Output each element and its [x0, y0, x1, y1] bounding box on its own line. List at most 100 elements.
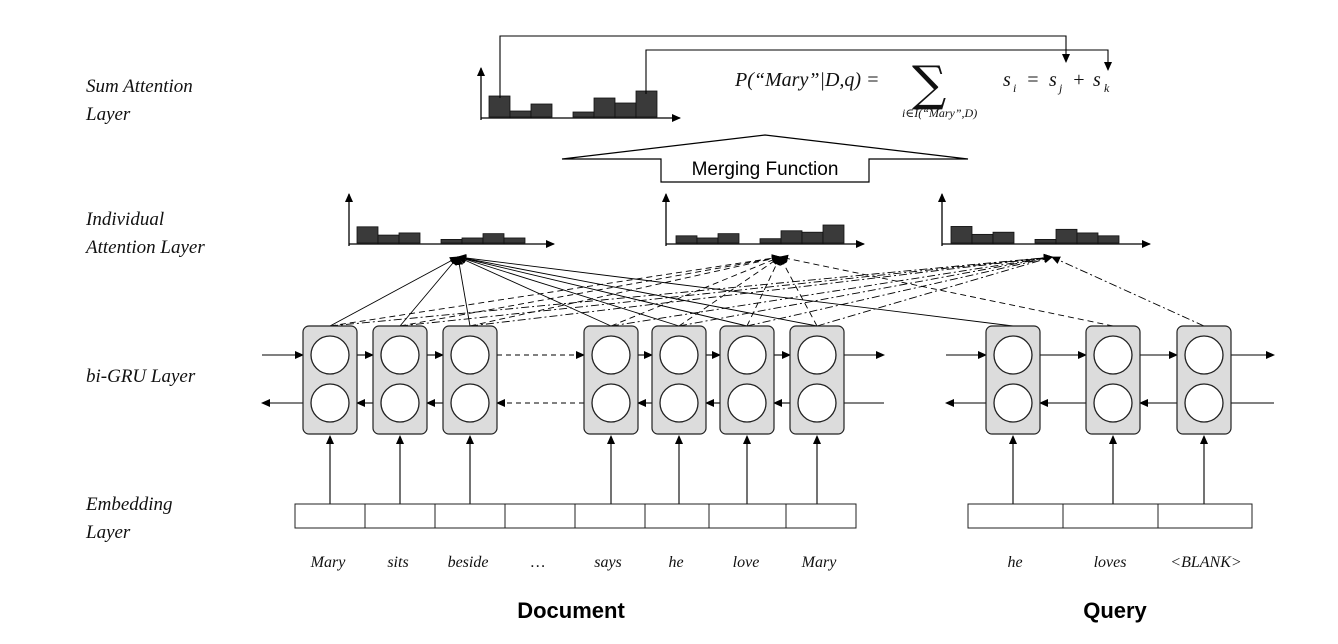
attn-line-h2-7	[779, 256, 818, 327]
attn-line-h1-1	[329, 256, 459, 327]
document-embedding-row	[294, 503, 857, 529]
formula-eq: =	[1026, 69, 1040, 91]
formula-sj: s	[1049, 69, 1057, 91]
attn-line-h3-1	[329, 253, 1053, 327]
hist2-bar-5	[759, 238, 782, 244]
individual-attention-histogram-1	[345, 193, 555, 248]
query-token-3: <BLANK>	[1170, 554, 1241, 571]
formula-left: P(“Mary”|D,q) =	[734, 69, 880, 91]
sum-hist-bar-8	[635, 90, 658, 118]
hist2-bar-1	[675, 235, 698, 244]
formula-sub-j: j	[1057, 81, 1063, 95]
sum-hist-bar-5	[572, 111, 595, 118]
attn-line-h3-7	[816, 255, 1053, 327]
hist1-bar-5	[440, 238, 463, 244]
attn-line-h2-6	[746, 256, 781, 327]
sum-attention-label-line1: Sum Attention	[86, 76, 193, 97]
attn-line-h2-4	[610, 256, 781, 327]
query-section-title: Query	[1083, 598, 1147, 623]
bigru-label: bi-GRU Layer	[86, 366, 196, 387]
doc-token-8: Mary	[801, 554, 838, 571]
individual-attention-histogram-3	[938, 193, 1151, 248]
attn-line-h2-1	[329, 254, 781, 327]
formula-subscript: i∈I(“Mary”,D)	[902, 106, 977, 120]
probability-formula: P(“Mary”|D,q) = ∑ i∈I(“Mary”,D) s i = s …	[734, 56, 1110, 120]
document-section-title: Document	[517, 598, 625, 623]
hist3-bar-8	[1097, 235, 1120, 244]
doc-emb-cell-6	[644, 503, 710, 529]
hist2-bar-6	[780, 230, 803, 244]
attn-line-h1-8	[457, 254, 1014, 327]
sum-hist-bar-6	[593, 97, 616, 118]
hist3-bar-2	[971, 233, 994, 244]
sum-attention-histogram	[477, 67, 681, 122]
query-embedding-row	[967, 503, 1253, 529]
sum-link-first-mary	[499, 35, 1070, 98]
doc-token-4: …	[531, 554, 545, 571]
query-token-1: he	[1007, 554, 1022, 571]
document-gru-cells	[302, 325, 845, 435]
doc-emb-cell-4	[504, 503, 576, 529]
hist2-bar-2	[696, 237, 719, 244]
gru-cell-doc-2	[372, 325, 428, 435]
doc-token-3: beside	[448, 554, 489, 571]
attn-line-h2-8	[779, 254, 1114, 327]
formula-sub-i: i	[1013, 81, 1016, 95]
attn-line-h3-2	[399, 253, 1053, 327]
attn-line-h1-7	[457, 254, 818, 327]
attn-line-h1-6	[457, 254, 748, 327]
gru-cell-doc-6	[651, 325, 707, 435]
hist3-bar-5	[1034, 238, 1057, 244]
attn-line-h3-8	[1051, 256, 1205, 327]
hist2-bar-3	[717, 233, 740, 244]
gru-cell-doc-3	[442, 325, 498, 435]
sum-hist-bar-2	[509, 110, 532, 118]
hist2-bar-7	[801, 231, 824, 244]
attn-line-h1-3	[455, 256, 471, 327]
doc-emb-cell-8	[785, 503, 857, 529]
formula-sub-k: k	[1104, 81, 1110, 95]
query-tokens: he loves <BLANK>	[1007, 554, 1241, 571]
doc-emb-cell-3	[434, 503, 506, 529]
query-token-2: loves	[1094, 554, 1127, 571]
document-tokens: Mary sits beside … says he love Mary	[310, 554, 838, 571]
attn-line-h3-5	[678, 254, 1053, 327]
individual-attention-label-line1: Individual	[85, 209, 164, 230]
hist1-bar-8	[503, 237, 526, 244]
doc-emb-cell-1	[294, 503, 366, 529]
gru-cell-query-1	[985, 325, 1041, 435]
attn-line-h3-3	[469, 253, 1053, 327]
sum-symbol: ∑	[912, 56, 946, 112]
individual-attention-label-line2: Attention Layer	[84, 237, 205, 258]
hist1-bar-3	[398, 232, 421, 244]
merge-arrow-shape	[561, 134, 969, 183]
doc-token-1: Mary	[310, 554, 347, 571]
attn-line-h3-6	[746, 254, 1053, 327]
embedding-to-gru-arrows	[326, 435, 1208, 504]
query-emb-cell-2	[1062, 503, 1159, 529]
gru-cell-query-3	[1176, 325, 1232, 435]
hist1-bar-7	[482, 233, 505, 244]
hist1-bar-6	[461, 237, 484, 244]
gru-cell-doc-5	[583, 325, 639, 435]
doc-token-5: says	[594, 554, 622, 571]
doc-token-6: he	[668, 554, 683, 571]
attention-connections	[329, 253, 1205, 327]
query-emb-cell-3	[1157, 503, 1253, 529]
hist1-bar-2	[377, 234, 400, 244]
query-emb-cell-1	[967, 503, 1064, 529]
sum-attention-label-line2: Layer	[85, 104, 131, 125]
individual-attention-histogram-2	[662, 193, 865, 248]
attn-line-h3-4	[610, 254, 1053, 327]
gru-cell-doc-8	[789, 325, 845, 435]
attn-line-h1-5	[457, 255, 680, 327]
doc-emb-cell-2	[364, 503, 436, 529]
query-gru-cells	[985, 325, 1232, 435]
hist3-bar-7	[1076, 232, 1099, 244]
merging-function-label: Merging Function	[692, 159, 839, 180]
sum-hist-bar-7	[614, 102, 637, 118]
sum-hist-bar-3	[530, 103, 553, 118]
hist3-bar-1	[950, 226, 973, 244]
hist2-bar-8	[822, 224, 845, 244]
